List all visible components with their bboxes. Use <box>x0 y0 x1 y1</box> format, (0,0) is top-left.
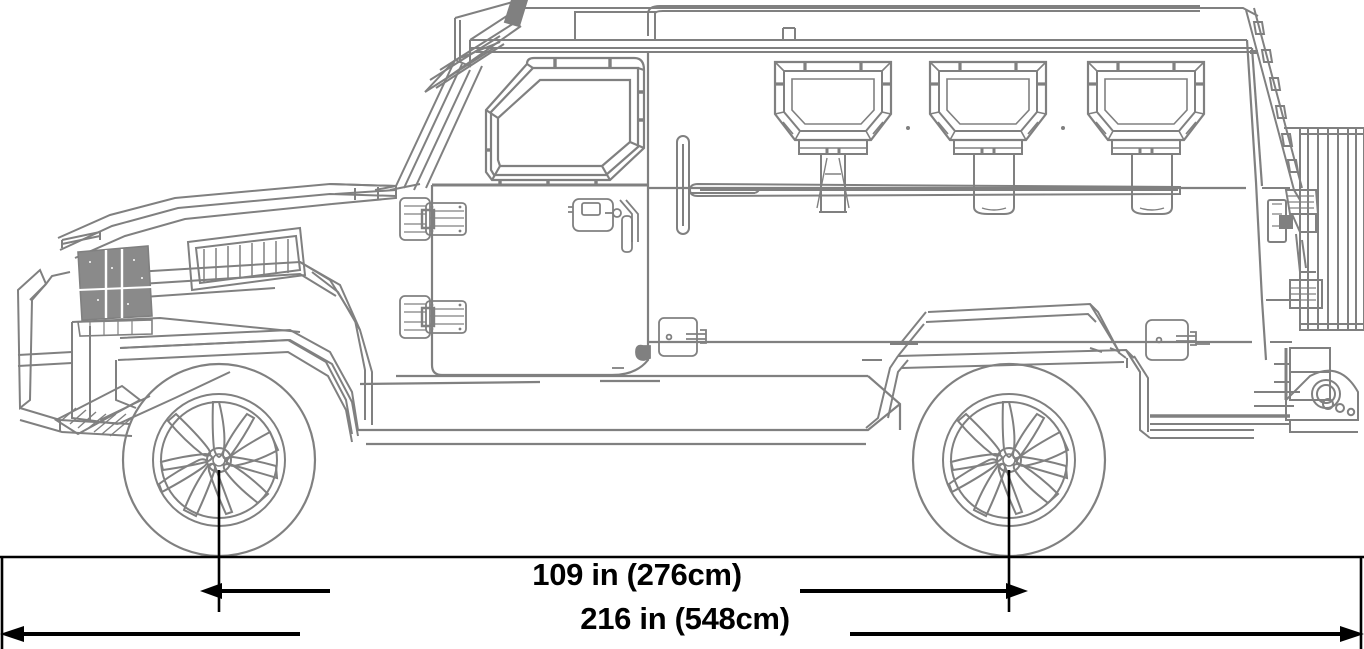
front-fender-flare <box>115 338 359 443</box>
driver-window <box>484 56 646 182</box>
rear-fender-flare <box>862 302 1254 439</box>
roof-hatch-icon <box>574 11 656 41</box>
rear-step-bumper <box>1274 347 1359 433</box>
front-brush-guard <box>16 231 142 437</box>
main-hull <box>358 39 1268 446</box>
windshield-assembly <box>334 59 483 196</box>
rear-ladder <box>1245 7 1323 309</box>
roof-assembly <box>469 5 1259 53</box>
dimension-overall-length: 216 in (548cm) <box>0 557 1364 649</box>
fuel-filler-door <box>612 317 707 369</box>
gun-port-1 <box>773 60 893 213</box>
rear-body-edge <box>1262 127 1300 343</box>
front-hood-assembly <box>57 182 397 435</box>
arrowhead-overall-right <box>1340 626 1364 642</box>
hull-rivets <box>906 126 1065 130</box>
arrowhead-wheelbase-left <box>200 583 222 599</box>
wheelbase-label: 109 in (276cm) <box>532 557 741 592</box>
dimension-wheelbase: 109 in (276cm) <box>200 470 1028 612</box>
overall-length-label: 216 in (548cm) <box>580 601 789 636</box>
gun-port-2 <box>928 60 1048 215</box>
rear-lower-sill <box>1150 391 1300 425</box>
arrowhead-wheelbase-right <box>1006 583 1028 599</box>
gun-port-3 <box>1086 60 1206 215</box>
door-handle <box>568 198 639 253</box>
antenna-whip <box>688 182 1181 198</box>
rear-access-panel <box>1145 319 1210 361</box>
front-grille-icon <box>77 245 153 337</box>
arrowhead-overall-left <box>0 626 24 642</box>
